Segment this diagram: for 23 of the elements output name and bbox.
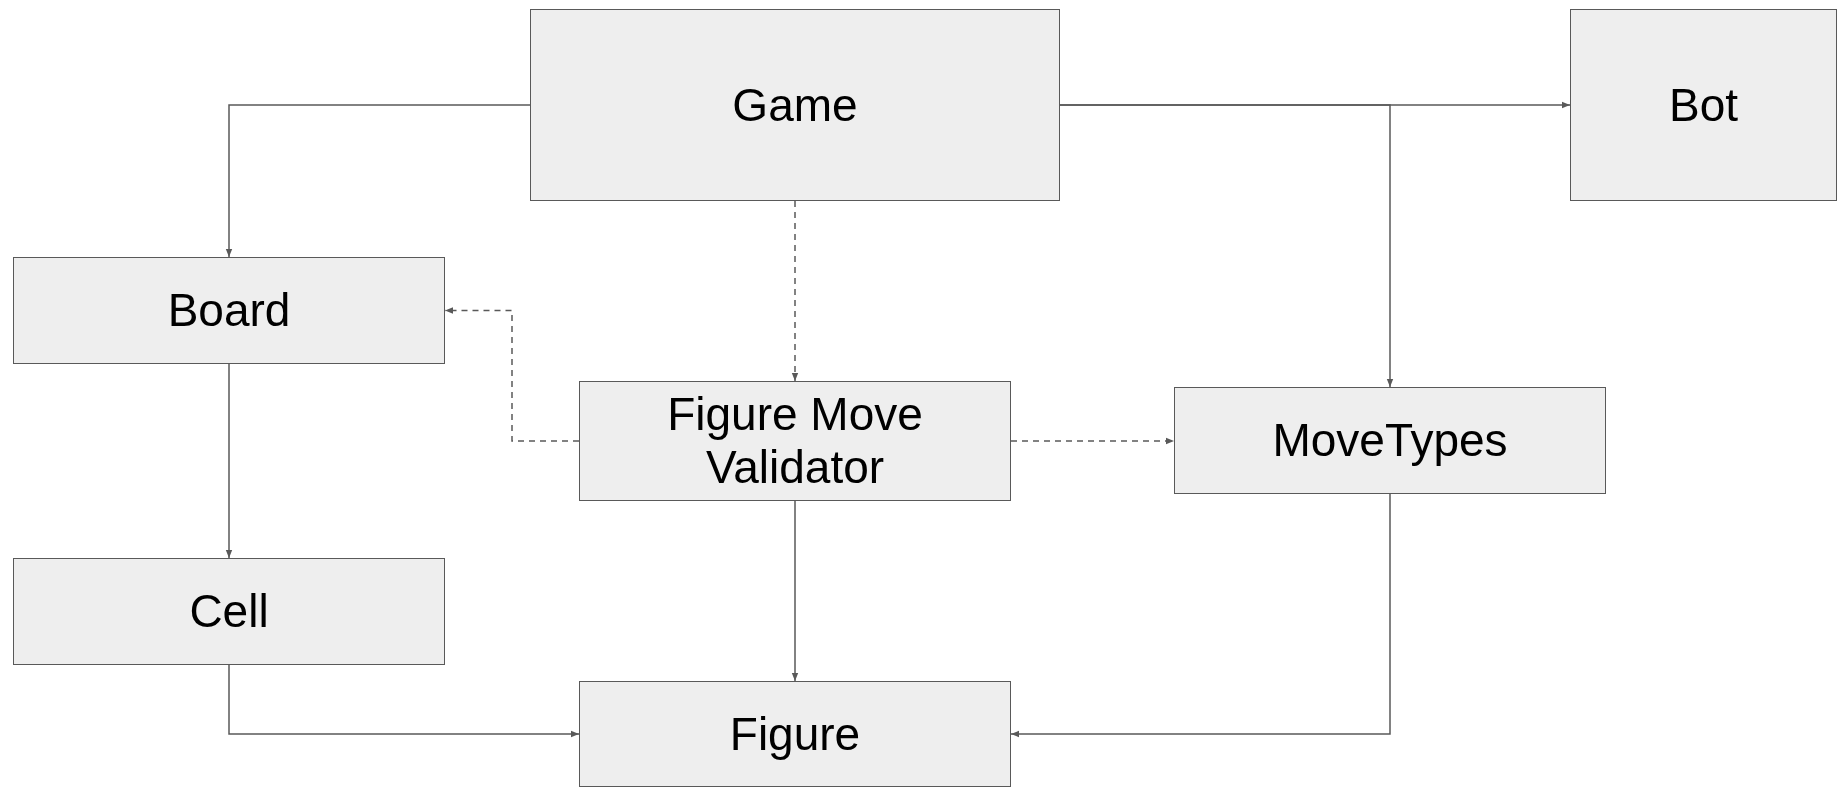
box-label: Game	[732, 78, 858, 132]
box-label: MoveTypes	[1272, 414, 1508, 467]
arrow	[225, 104, 531, 258]
class-box	[13, 257, 445, 364]
arrow	[1059, 104, 1394, 388]
arrow	[1010, 437, 1175, 445]
class-box	[1174, 387, 1606, 494]
arrow	[791, 200, 799, 382]
box-label: Figure Move Validator	[666, 388, 924, 494]
class-box	[579, 381, 1011, 501]
box-label: Bot	[1668, 78, 1738, 132]
class-box	[530, 9, 1060, 201]
box-label: Board	[167, 284, 291, 337]
box-label: Cell	[189, 585, 269, 638]
class-box	[579, 681, 1011, 787]
arrow	[444, 307, 580, 442]
arrow	[225, 363, 233, 559]
arrow	[791, 500, 799, 682]
class-box	[13, 558, 445, 665]
arrow	[1010, 493, 1391, 738]
class-box	[1570, 9, 1837, 201]
box-label: Figure	[729, 707, 861, 761]
arrow	[228, 664, 580, 738]
